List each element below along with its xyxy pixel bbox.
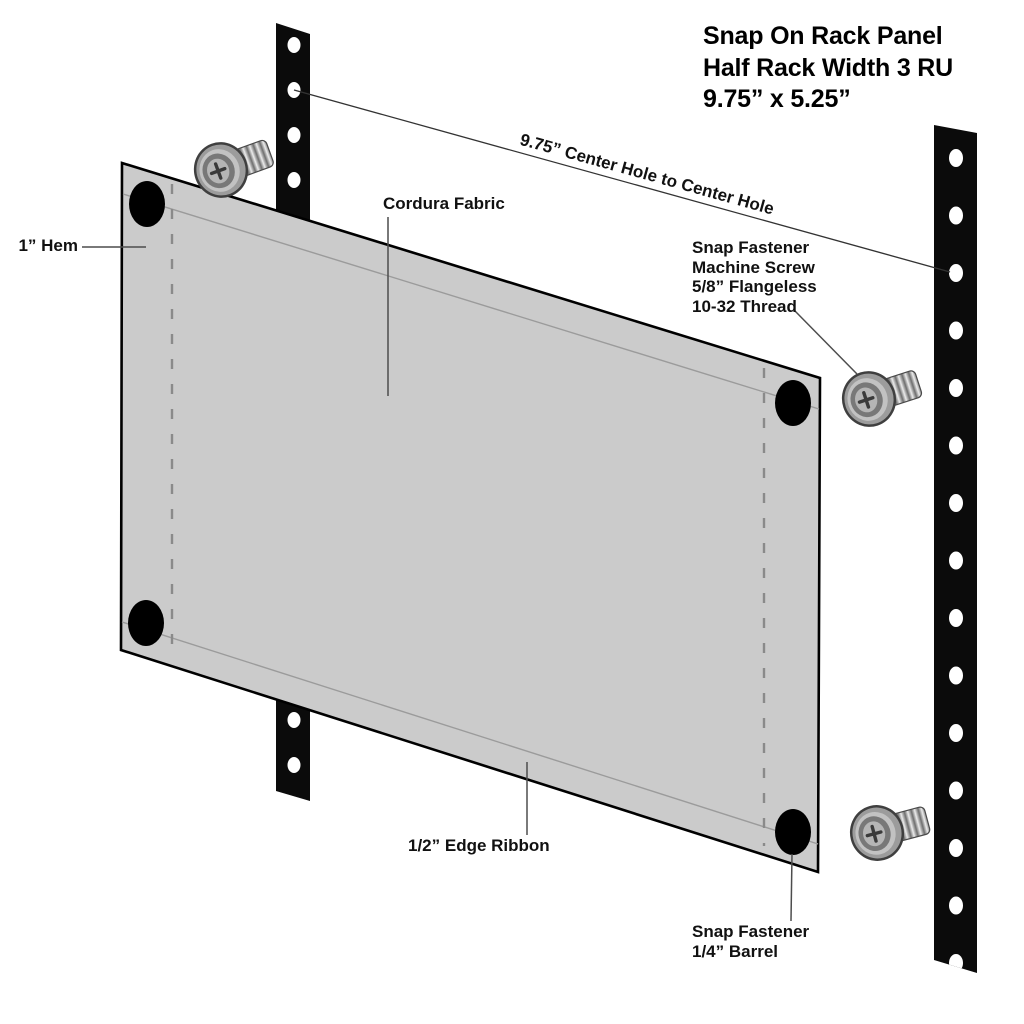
fabric-panel [119,161,822,874]
panel-face [119,161,822,874]
machine-screw-leader-line [794,310,858,375]
top-hem-stitch-line [122,193,820,410]
title-line-2: Half Rack Width 3 RU [703,53,953,82]
right-rail-holes [949,149,963,972]
machine-screw-label-line-2: Machine Screw [692,257,815,277]
machine-screw-label-line-1: Snap Fastener [692,238,810,257]
barrel-leader-line [790,853,793,922]
barrel-snap-label: Snap Fastener 1/4” Barrel [692,922,809,962]
hem-label: 1” Hem [18,236,78,255]
machine-screw-icon-bottom-right [841,790,937,869]
diagram-title: Snap On Rack Panel Half Rack Width 3 RU … [703,21,953,116]
bottom-hem-stitch-line [121,621,819,845]
machine-screw-label-line-3: 5/8” Flangeless [692,277,817,296]
center-hole-dimension-line [293,89,951,273]
title-line-1: Snap On Rack Panel [703,22,943,50]
leader-lines [82,89,951,922]
fabric-label: Cordura Fabric [383,194,505,213]
barrel-snap-label-line-1: Snap Fastener [692,922,810,941]
right-rack-rail-icon [934,125,977,973]
machine-screw-label: Snap Fastener Machine Screw 5/8” Flangel… [692,238,817,316]
snap-fastener-dot-icon-top-left [129,181,165,227]
snap-fastener-dot-icon-top-right [775,380,811,426]
title-line-3: 9.75” x 5.25” [703,85,851,113]
machine-screw-icon-middle-right [832,354,929,436]
snap-fastener-dot-icon-bottom-right [775,809,811,855]
snap-fastener-dot-icon-bottom-left [128,600,164,646]
machine-screw-label-line-4: 10-32 Thread [692,296,797,316]
barrel-snap-label-line-2: 1/4” Barrel [692,942,778,961]
edge-ribbon-label: 1/2” Edge Ribbon [408,836,550,855]
